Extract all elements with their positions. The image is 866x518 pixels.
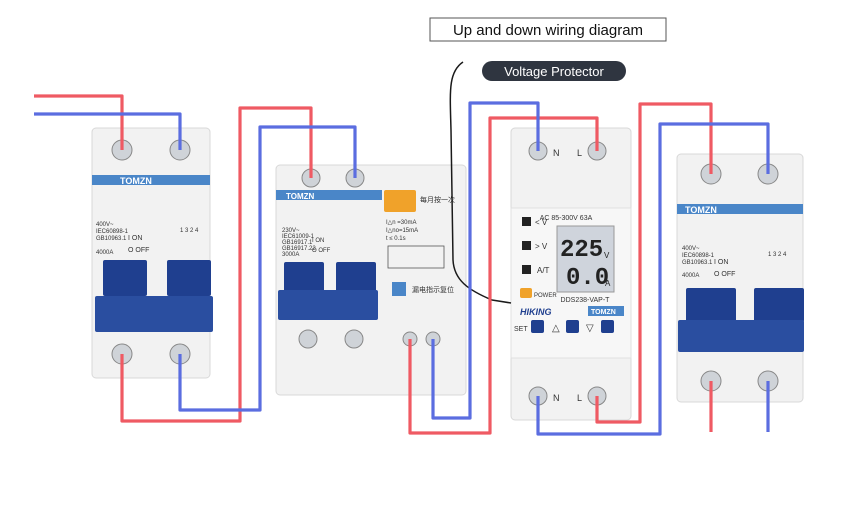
terminal-label-n-bottom: N: [553, 393, 560, 403]
current-unit: A: [605, 279, 611, 288]
breaker-handle-2[interactable]: [167, 260, 211, 296]
spec-line: IEC61009-1: [282, 234, 315, 240]
breaker-handle-1[interactable]: [284, 262, 324, 296]
protector-spec: AC 85-300V 63A: [540, 215, 593, 222]
on-label: I ON: [312, 238, 324, 244]
spec-line: IEC60898-1: [682, 253, 715, 259]
spec-line: GB16917.1: [282, 240, 313, 246]
spec-line: 230V~: [282, 228, 300, 234]
spec-line: 4000A: [682, 273, 699, 279]
hiking-logo: HIKING: [520, 307, 552, 317]
button-label: A/T: [537, 266, 550, 275]
terminal-numbers: 1 3 2 4: [180, 228, 199, 234]
up-button[interactable]: [566, 320, 579, 333]
voltage-unit: V: [604, 251, 610, 260]
breaker-handle-1[interactable]: [686, 288, 736, 322]
wire-neutral-in: [34, 112, 182, 150]
brand-stripe: [677, 204, 803, 214]
off-label: O OFF: [714, 271, 735, 278]
circuit-symbol: [387, 245, 445, 269]
terminal-label-l-bottom: L: [577, 393, 582, 403]
brand-label: TOMZN: [286, 192, 315, 201]
spec-line: IEC60898-1: [96, 229, 129, 235]
sensor-cable: [449, 61, 512, 304]
spec-line: 3000A: [282, 252, 299, 258]
down-symbol: ▽: [586, 323, 594, 334]
title-text: Up and down wiring diagram: [453, 22, 643, 39]
wire-neutral-rcbo-to-protector: [431, 101, 540, 420]
off-label: O OFF: [128, 247, 149, 254]
button-at[interactable]: [522, 265, 531, 274]
set-label: SET: [514, 326, 528, 333]
spec-line: GB16917.22: [282, 246, 316, 252]
screw-icon: [298, 329, 318, 349]
on-label: I ON: [714, 259, 728, 266]
reset-text: 漏电指示复位: [412, 285, 454, 294]
breaker-handle-2[interactable]: [336, 262, 376, 296]
spec-line: 4000A: [96, 250, 113, 256]
spec-line: 400V~: [96, 222, 114, 228]
wire-live-breaker-to-rcbo: [120, 106, 313, 423]
param-line: I△n =30mA: [386, 220, 416, 226]
param-line: I△no=15mA: [386, 228, 418, 234]
button-under-voltage[interactable]: [522, 217, 531, 226]
wire-live-rcbo-to-protector: [408, 116, 599, 435]
wire-live-in: [34, 94, 124, 150]
breaker-lever-base: [678, 320, 804, 352]
button-label: > V: [535, 242, 548, 251]
power-led-icon: [520, 288, 532, 298]
model-label: DDS238-VAP-T: [561, 297, 611, 304]
brand-label: TOMZN: [120, 176, 152, 186]
current-reading: 0.0: [566, 265, 609, 292]
spec-line: GB10963.1: [96, 236, 127, 242]
badge-text: Voltage Protector: [504, 64, 604, 79]
terminal-label-n-top: N: [553, 148, 560, 158]
terminal-label-l-top: L: [577, 148, 582, 158]
voltage-protector: N L AC 85-300V 63A < V > V A/T POWER 225…: [510, 127, 632, 421]
breaker-handle-1[interactable]: [103, 260, 147, 296]
breaker-lever-base: [278, 290, 378, 320]
rcbo-breaker: TOMZN 每月按一次 230V~ IEC61009-1 GB16917.1 G…: [275, 164, 467, 396]
screw-icon: [344, 329, 364, 349]
test-button[interactable]: [384, 190, 416, 212]
reset-indicator: [392, 282, 406, 296]
test-button-text: 每月按一次: [420, 195, 455, 204]
brand-label: TOMZN: [685, 205, 717, 215]
set-button[interactable]: [531, 320, 544, 333]
up-symbol: △: [552, 323, 560, 334]
voltage-reading: 225: [560, 237, 603, 264]
lcd-display: [556, 225, 615, 293]
on-label: I ON: [128, 235, 142, 242]
down-button[interactable]: [601, 320, 614, 333]
spec-line: 400V~: [682, 246, 700, 252]
off-label: O OFF: [312, 248, 331, 254]
wire-neutral-breaker-to-rcbo: [178, 125, 357, 412]
param-line: t ≤ 0.1s: [386, 236, 406, 242]
diagram-title: Up and down wiring diagram: [429, 17, 667, 42]
brand-stripe: [588, 306, 624, 316]
brand-stripe: [92, 175, 210, 185]
brand-label: TOMZN: [591, 309, 616, 316]
button-label: < V: [535, 218, 548, 227]
breaker-left: TOMZN 400V~ IEC60898-1 GB10963.1 4000A I…: [91, 127, 213, 379]
brand-stripe: [276, 190, 382, 200]
power-label: POWER: [534, 293, 557, 299]
spec-line: GB10963.1: [682, 260, 713, 266]
breaker-handle-2[interactable]: [754, 288, 804, 322]
terminal-numbers: 1 3 2 4: [768, 252, 787, 258]
voltage-protector-badge: Voltage Protector: [482, 61, 626, 81]
breaker-right: TOMZN 400V~ IEC60898-1 GB10963.1 4000A I…: [676, 153, 804, 403]
button-over-voltage[interactable]: [522, 241, 531, 250]
breaker-lever-base: [95, 296, 213, 332]
wire-live-protector-to-breaker: [595, 102, 713, 424]
wire-neutral-protector-to-breaker: [536, 122, 770, 436]
